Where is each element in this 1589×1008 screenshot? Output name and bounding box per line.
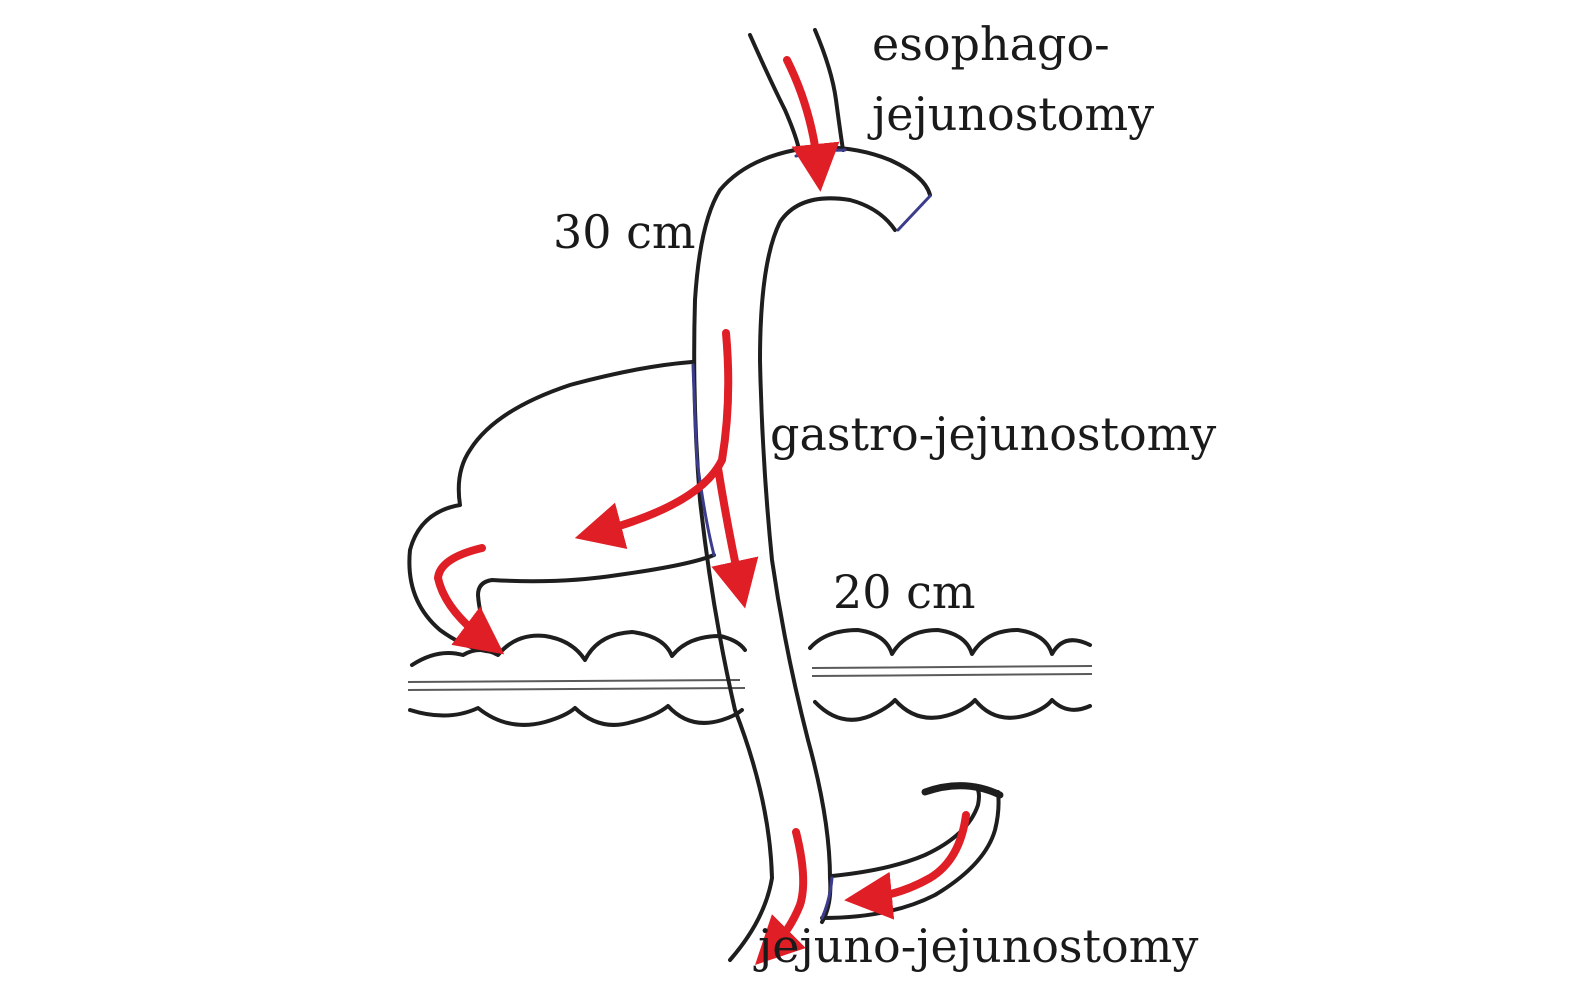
flow-arrow-roux-limb [711, 464, 759, 609]
remnant-stomach [407, 360, 716, 654]
flow-arrow-stomach-outlet [434, 544, 505, 655]
flow-arrow-to-stomach [574, 329, 733, 550]
label-length-lower: 20 cm [833, 565, 976, 619]
esophagus [748, 28, 845, 157]
biliopancreatic-limb [820, 782, 1004, 920]
flow-arrow-jejunum-down [755, 828, 808, 965]
label-gastro-jejunostomy: gastro-jejunostomy [770, 407, 1216, 461]
flow-arrow-biliopancreatic [844, 811, 970, 920]
flow-arrows [434, 56, 970, 965]
flow-arrow-esophagus [783, 56, 840, 192]
label-jejuno-jejunostomy: jejuno-jejunostomy [753, 919, 1198, 973]
label-esophago-line2: jejunostomy [867, 87, 1154, 141]
label-length-upper: 30 cm [553, 205, 696, 259]
colon-band [407, 628, 1093, 727]
label-esophago-line1: esophago- [872, 17, 1110, 71]
